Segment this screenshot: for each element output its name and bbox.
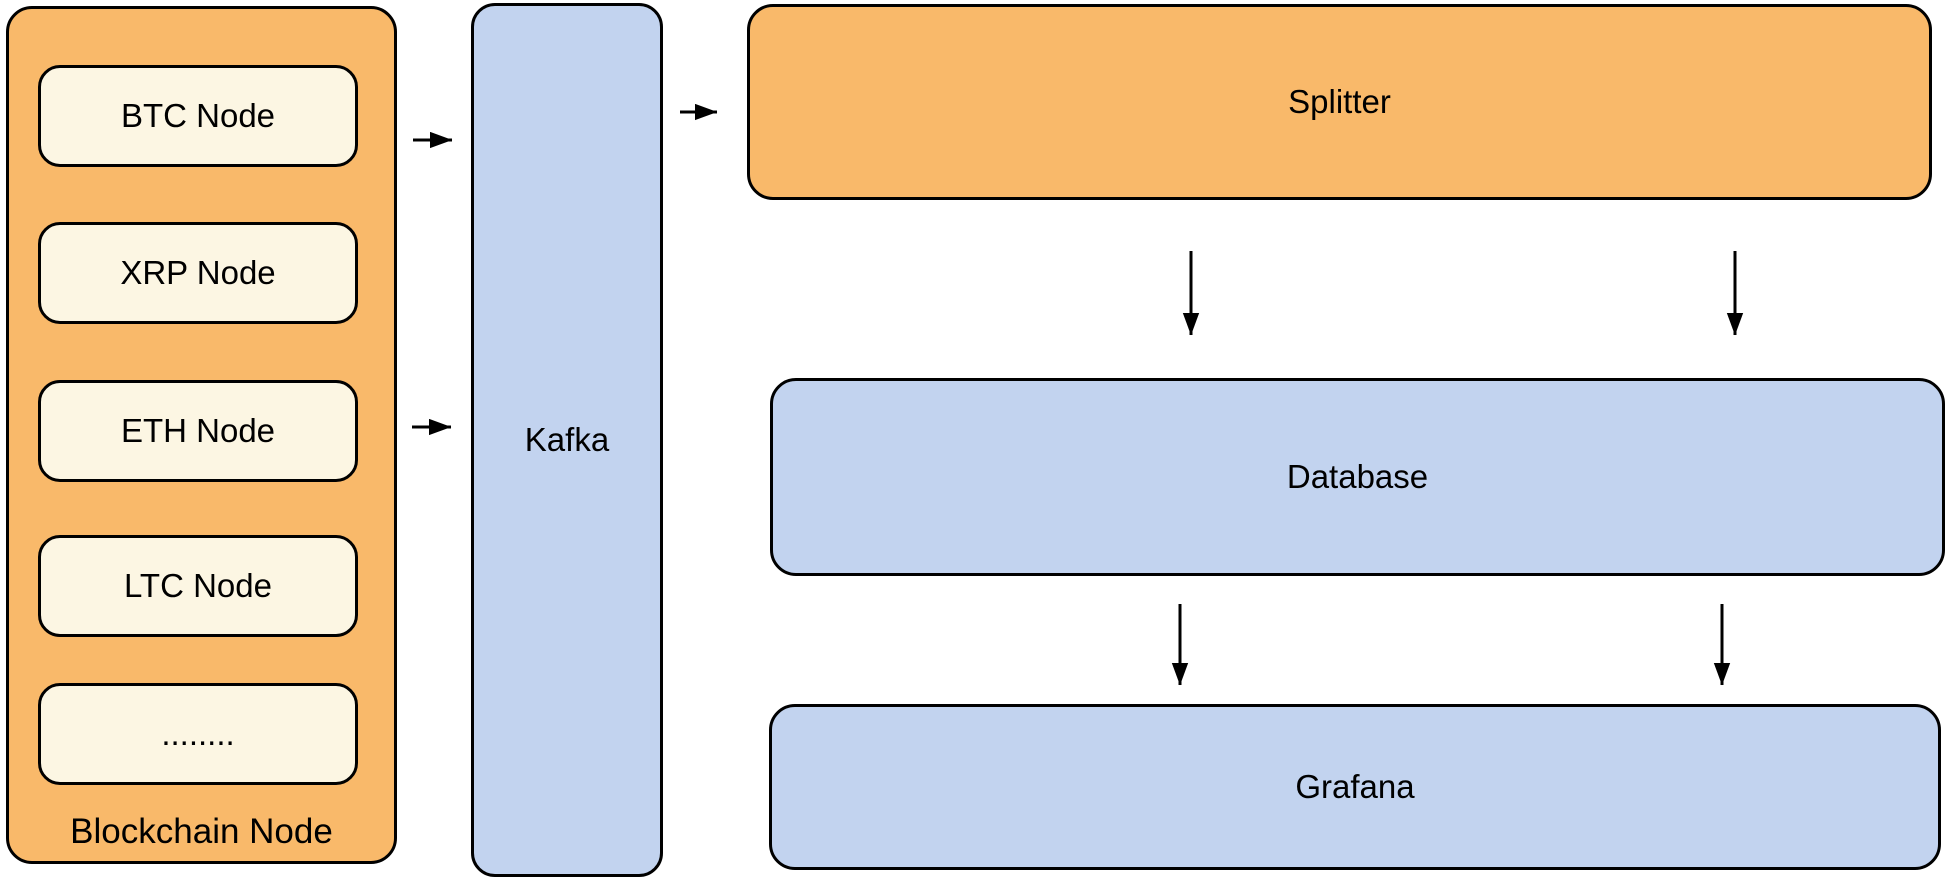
splitter-label: Splitter (1288, 83, 1391, 121)
grafana-box: Grafana (769, 704, 1941, 870)
grafana-label: Grafana (1295, 768, 1415, 806)
btc-node-label: BTC Node (120, 97, 276, 135)
ltc-node-box: LTC Node (38, 535, 358, 637)
other-nodes-label: ........ (161, 715, 235, 753)
other-nodes-box: ........ (38, 683, 358, 785)
eth-node-label: ETH Node (120, 412, 276, 450)
xrp-node-label: XRP Node (120, 254, 276, 292)
ltc-node-label: LTC Node (124, 567, 272, 605)
blockchain-node-group: BTC Node XRP Node ETH Node LTC Node ....… (6, 6, 397, 864)
database-box: Database (770, 378, 1945, 576)
eth-node-box: ETH Node (38, 380, 358, 482)
splitter-box: Splitter (747, 4, 1932, 200)
btc-node-box: BTC Node (38, 65, 358, 167)
kafka-label: Kafka (524, 421, 610, 459)
xrp-node-box: XRP Node (38, 222, 358, 324)
kafka-box: Kafka (471, 3, 663, 877)
blockchain-group-label: Blockchain Node (70, 812, 333, 851)
database-label: Database (1286, 458, 1429, 496)
